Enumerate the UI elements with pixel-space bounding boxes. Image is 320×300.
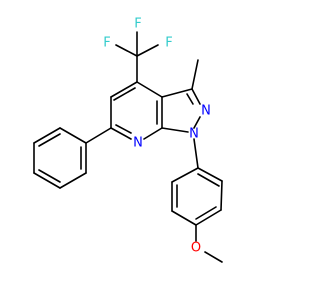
bond-c3a-c4	[136, 81, 163, 98]
bond-mp-f	[171, 167, 199, 183]
bond-mp-b	[220, 180, 223, 211]
molecule-structure-diagram: F F F N N N O	[33, 17, 223, 263]
atom-n-pyrazole-1: N	[189, 127, 199, 142]
bond-ph-e	[59, 172, 87, 189]
bond-c4-c5-inner	[113, 87, 136, 101]
atom-n-pyrazole-2: N	[201, 104, 211, 119]
bond-mp-c-inner	[195, 206, 217, 220]
bond-ph-a	[59, 127, 87, 144]
bond-c3a-c3	[161, 88, 193, 98]
bond-n7-c7a	[143, 127, 163, 140]
atom-f-left: F	[103, 36, 110, 51]
bond-c4-c5	[110, 81, 138, 98]
bond-c6-n7-inner	[115, 124, 132, 134]
bond-o-methyl	[204, 251, 223, 263]
bond-ph-d-inner	[38, 169, 61, 183]
bond-mp-a-inner	[197, 173, 220, 187]
atom-o-methoxy: O	[191, 241, 201, 256]
bond-ph-d	[33, 172, 61, 189]
bond-c6-n7	[110, 127, 132, 140]
atom-f-bottom: F	[134, 17, 141, 32]
bond-ph-b	[33, 127, 61, 144]
bond-mp-c	[195, 209, 222, 226]
bond-c6-phenyl	[85, 127, 112, 144]
bond-n2-n1	[193, 116, 201, 129]
bond-c3-methyl	[191, 59, 199, 90]
bond-mp-d	[171, 210, 197, 226]
bond-cf3-f-right	[136, 44, 159, 57]
bond-c3-n2-inner	[186, 93, 194, 105]
bond-n1-aryl	[193, 138, 199, 169]
bond-n1-c7a	[161, 127, 189, 133]
atom-n-pyridine: N	[133, 136, 143, 151]
atom-f-right: F	[165, 36, 172, 51]
bond-layer	[33, 31, 223, 263]
bond-cf3-f-left	[115, 44, 138, 57]
bond-mp-a	[197, 167, 223, 182]
bond-ph-b-inner	[38, 133, 61, 147]
atom-label-layer: F F F N N N O	[103, 17, 211, 256]
bond-c3-n2	[191, 88, 201, 105]
